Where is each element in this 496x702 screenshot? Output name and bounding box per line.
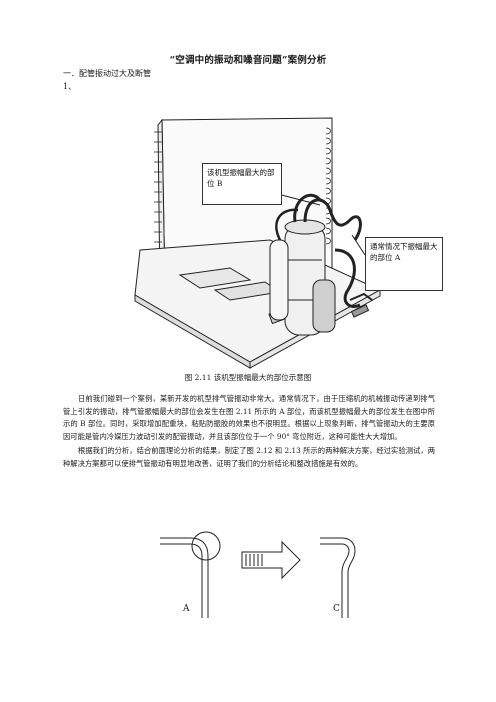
figure-caption: 图 2.11 该机型振幅最大的部位示意图	[184, 373, 312, 382]
air-conditioner-figure	[120, 100, 400, 370]
bend-circle-a	[191, 531, 221, 561]
label-c: C	[333, 604, 340, 614]
pipe-bend-drawing	[160, 531, 356, 618]
pipe-bend-diagram	[150, 530, 370, 620]
callout-b: 该机型振幅最大的部位 B	[202, 163, 282, 205]
air-conditioner-drawing	[134, 117, 382, 369]
callout-a: 通常情况下振幅最大的部位 A	[365, 237, 443, 291]
item-number: 1、	[63, 82, 77, 91]
section-heading: 一．配管振动过大及断管	[63, 69, 151, 78]
paragraph-2: 根据我们的分析，结合前面理论分析的结果，制定了图 2.12 和 2.13 所示的…	[63, 446, 435, 468]
document-title: “空调中的振动和噪音问题”案例分析	[169, 55, 327, 66]
label-a: A	[183, 604, 190, 614]
paragraph-1: 日前我们碰到一个案例，某新开发的机型排气管振动非常大。通常情况下，由于压缩机的机…	[63, 394, 435, 441]
arrow-icon	[241, 540, 301, 580]
